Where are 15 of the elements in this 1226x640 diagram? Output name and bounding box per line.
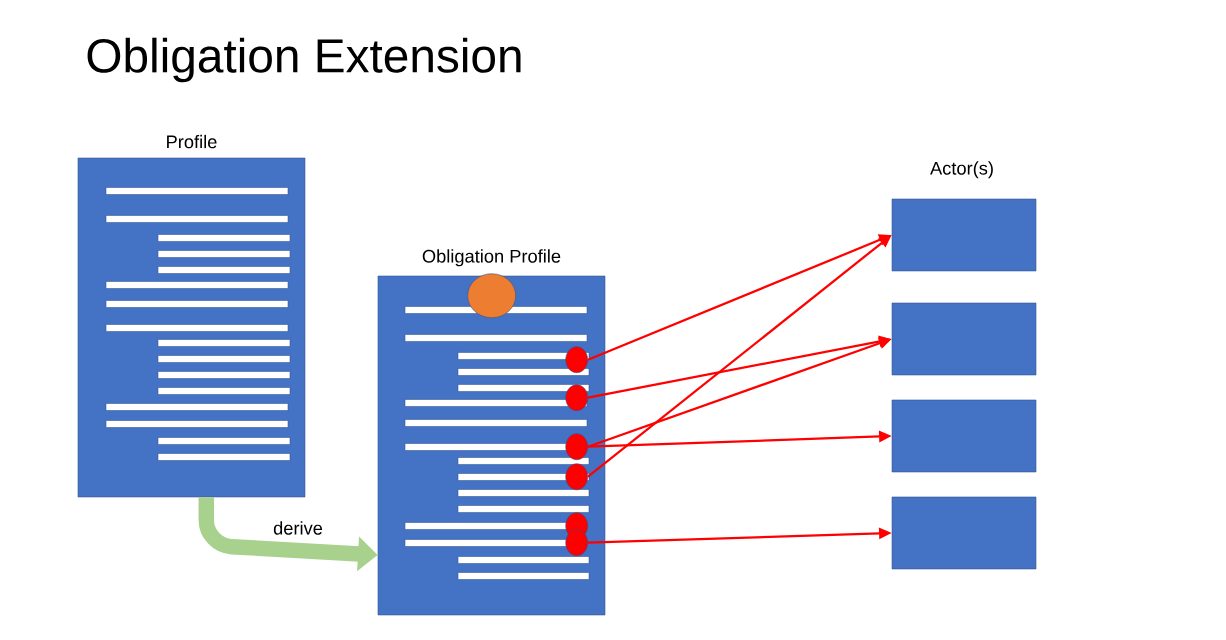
- actor-box: [891, 198, 1037, 272]
- heading: Obligation Profile: [422, 249, 561, 267]
- dot-marker: [565, 346, 588, 373]
- actor-box: [891, 399, 1037, 473]
- edge-label: derive: [273, 521, 323, 535]
- heading: Profile: [167, 134, 217, 149]
- dot-marker: [565, 384, 588, 411]
- dot-marker: [565, 529, 588, 556]
- actor-box: [891, 496, 1037, 570]
- dot-marker: [565, 463, 588, 490]
- circle-marker: [467, 273, 516, 318]
- title: Obligation Extension: [87, 37, 521, 83]
- group-label: Actor(s): [930, 161, 993, 179]
- dot-marker: [565, 433, 588, 460]
- actor-box: [891, 302, 1037, 376]
